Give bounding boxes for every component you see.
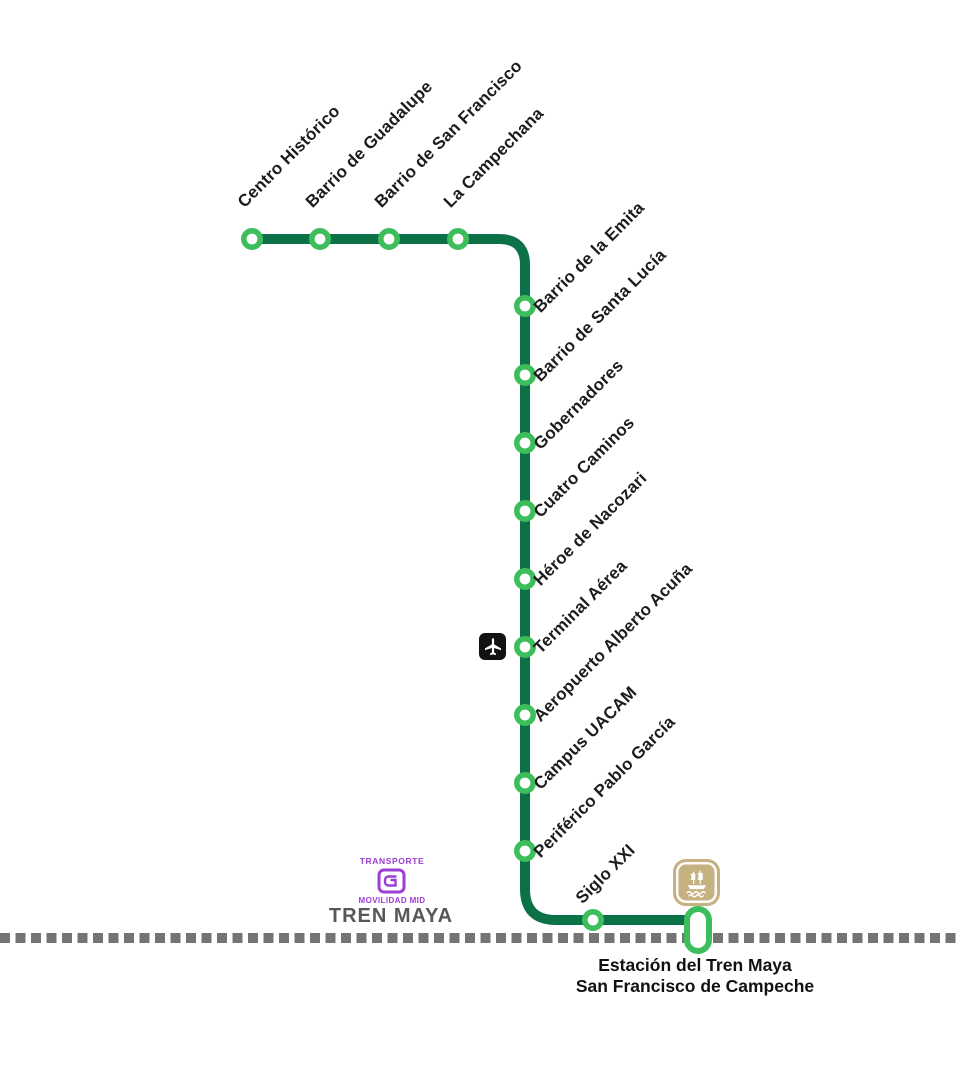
terminal-caption-line2: San Francisco de Campeche (575, 976, 815, 996)
galleon-glyph (686, 870, 706, 898)
station-dot (446, 228, 469, 251)
station-dot (513, 567, 536, 590)
transport-agency-logo: TRANSPORTE MOVILIDAD MID (359, 856, 426, 905)
airport-icon (479, 633, 506, 660)
station-dot (241, 228, 264, 251)
station-dots (241, 228, 604, 931)
logo-movilidad-label: MOVILIDAD MID (358, 896, 426, 905)
station-dot (308, 228, 331, 251)
station-dot (513, 499, 536, 522)
logo-transporte-label: TRANSPORTE (359, 856, 425, 866)
ship-icon (673, 859, 720, 906)
station-dot (513, 363, 536, 386)
tren-maya-label: TREN MAYA (328, 905, 454, 927)
terminal-caption-line1: Estación del Tren Maya (598, 955, 792, 975)
station-dot (513, 635, 536, 658)
mobility-logo-icon (377, 868, 406, 894)
station-dot (513, 771, 536, 794)
station-dot (513, 703, 536, 726)
route-line (247, 234, 694, 925)
terminal-station-caption: Estación del Tren Maya San Francisco de … (576, 955, 814, 997)
station-dot (581, 908, 604, 931)
station-dot (513, 839, 536, 862)
airplane-glyph (484, 637, 501, 655)
station-dot (513, 431, 536, 454)
terminal-station-marker (684, 906, 712, 954)
station-dot (377, 228, 400, 251)
tren-maya-dashed-line (0, 933, 960, 943)
station-dot (513, 294, 536, 317)
